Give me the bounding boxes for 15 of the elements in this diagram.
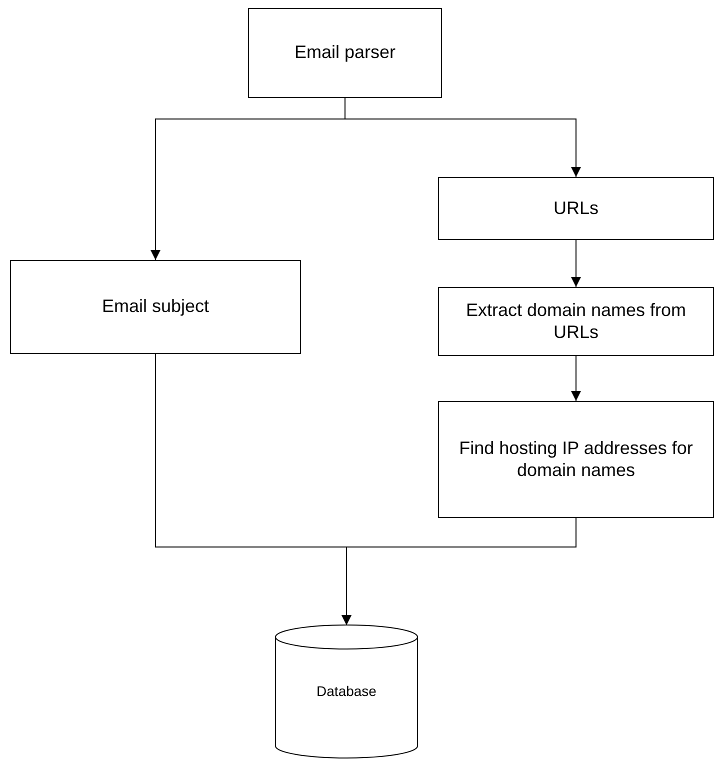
node-label: Email subject xyxy=(102,296,210,318)
node-label: Find hosting IP addresses for domain names xyxy=(458,438,694,482)
node-label: URLs xyxy=(553,198,598,220)
arrow xyxy=(571,240,581,288)
arrow xyxy=(342,518,576,626)
process-box xyxy=(248,8,442,98)
process-box xyxy=(438,177,714,240)
arrow xyxy=(571,356,581,402)
process-box xyxy=(10,260,301,354)
node-label: Extract domain names from URLs xyxy=(464,300,688,344)
node-label: Database xyxy=(316,683,376,700)
arrow xyxy=(344,98,581,178)
node-label: Email parser xyxy=(294,42,396,64)
process-box xyxy=(438,401,714,518)
process-box xyxy=(438,287,714,356)
